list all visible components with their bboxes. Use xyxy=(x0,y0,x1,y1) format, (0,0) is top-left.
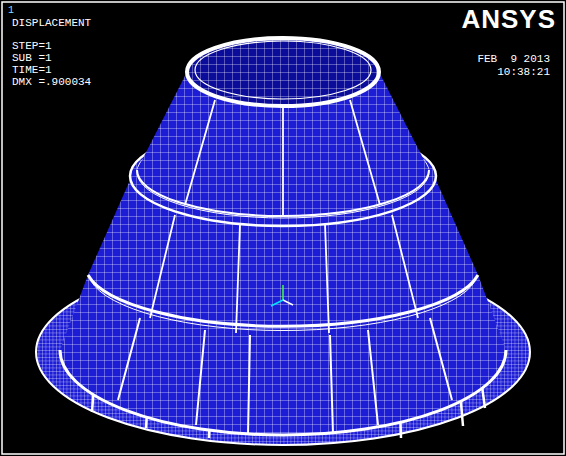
step-value: STEP=1 xyxy=(12,41,52,52)
time-value: TIME=1 xyxy=(12,65,52,76)
ansys-logo: ANSYS xyxy=(461,6,556,32)
coordinate-triad xyxy=(271,285,293,306)
substep-value: SUB =1 xyxy=(12,53,52,64)
window-number: 1 xyxy=(8,6,14,16)
time-stamp: 10:38:21 xyxy=(497,67,550,78)
date-stamp: FEB 9 2013 xyxy=(477,54,550,65)
top-opening xyxy=(187,38,379,106)
max-displacement: DMX =.900034 xyxy=(12,77,91,88)
result-type: DISPLACEMENT xyxy=(12,18,91,29)
